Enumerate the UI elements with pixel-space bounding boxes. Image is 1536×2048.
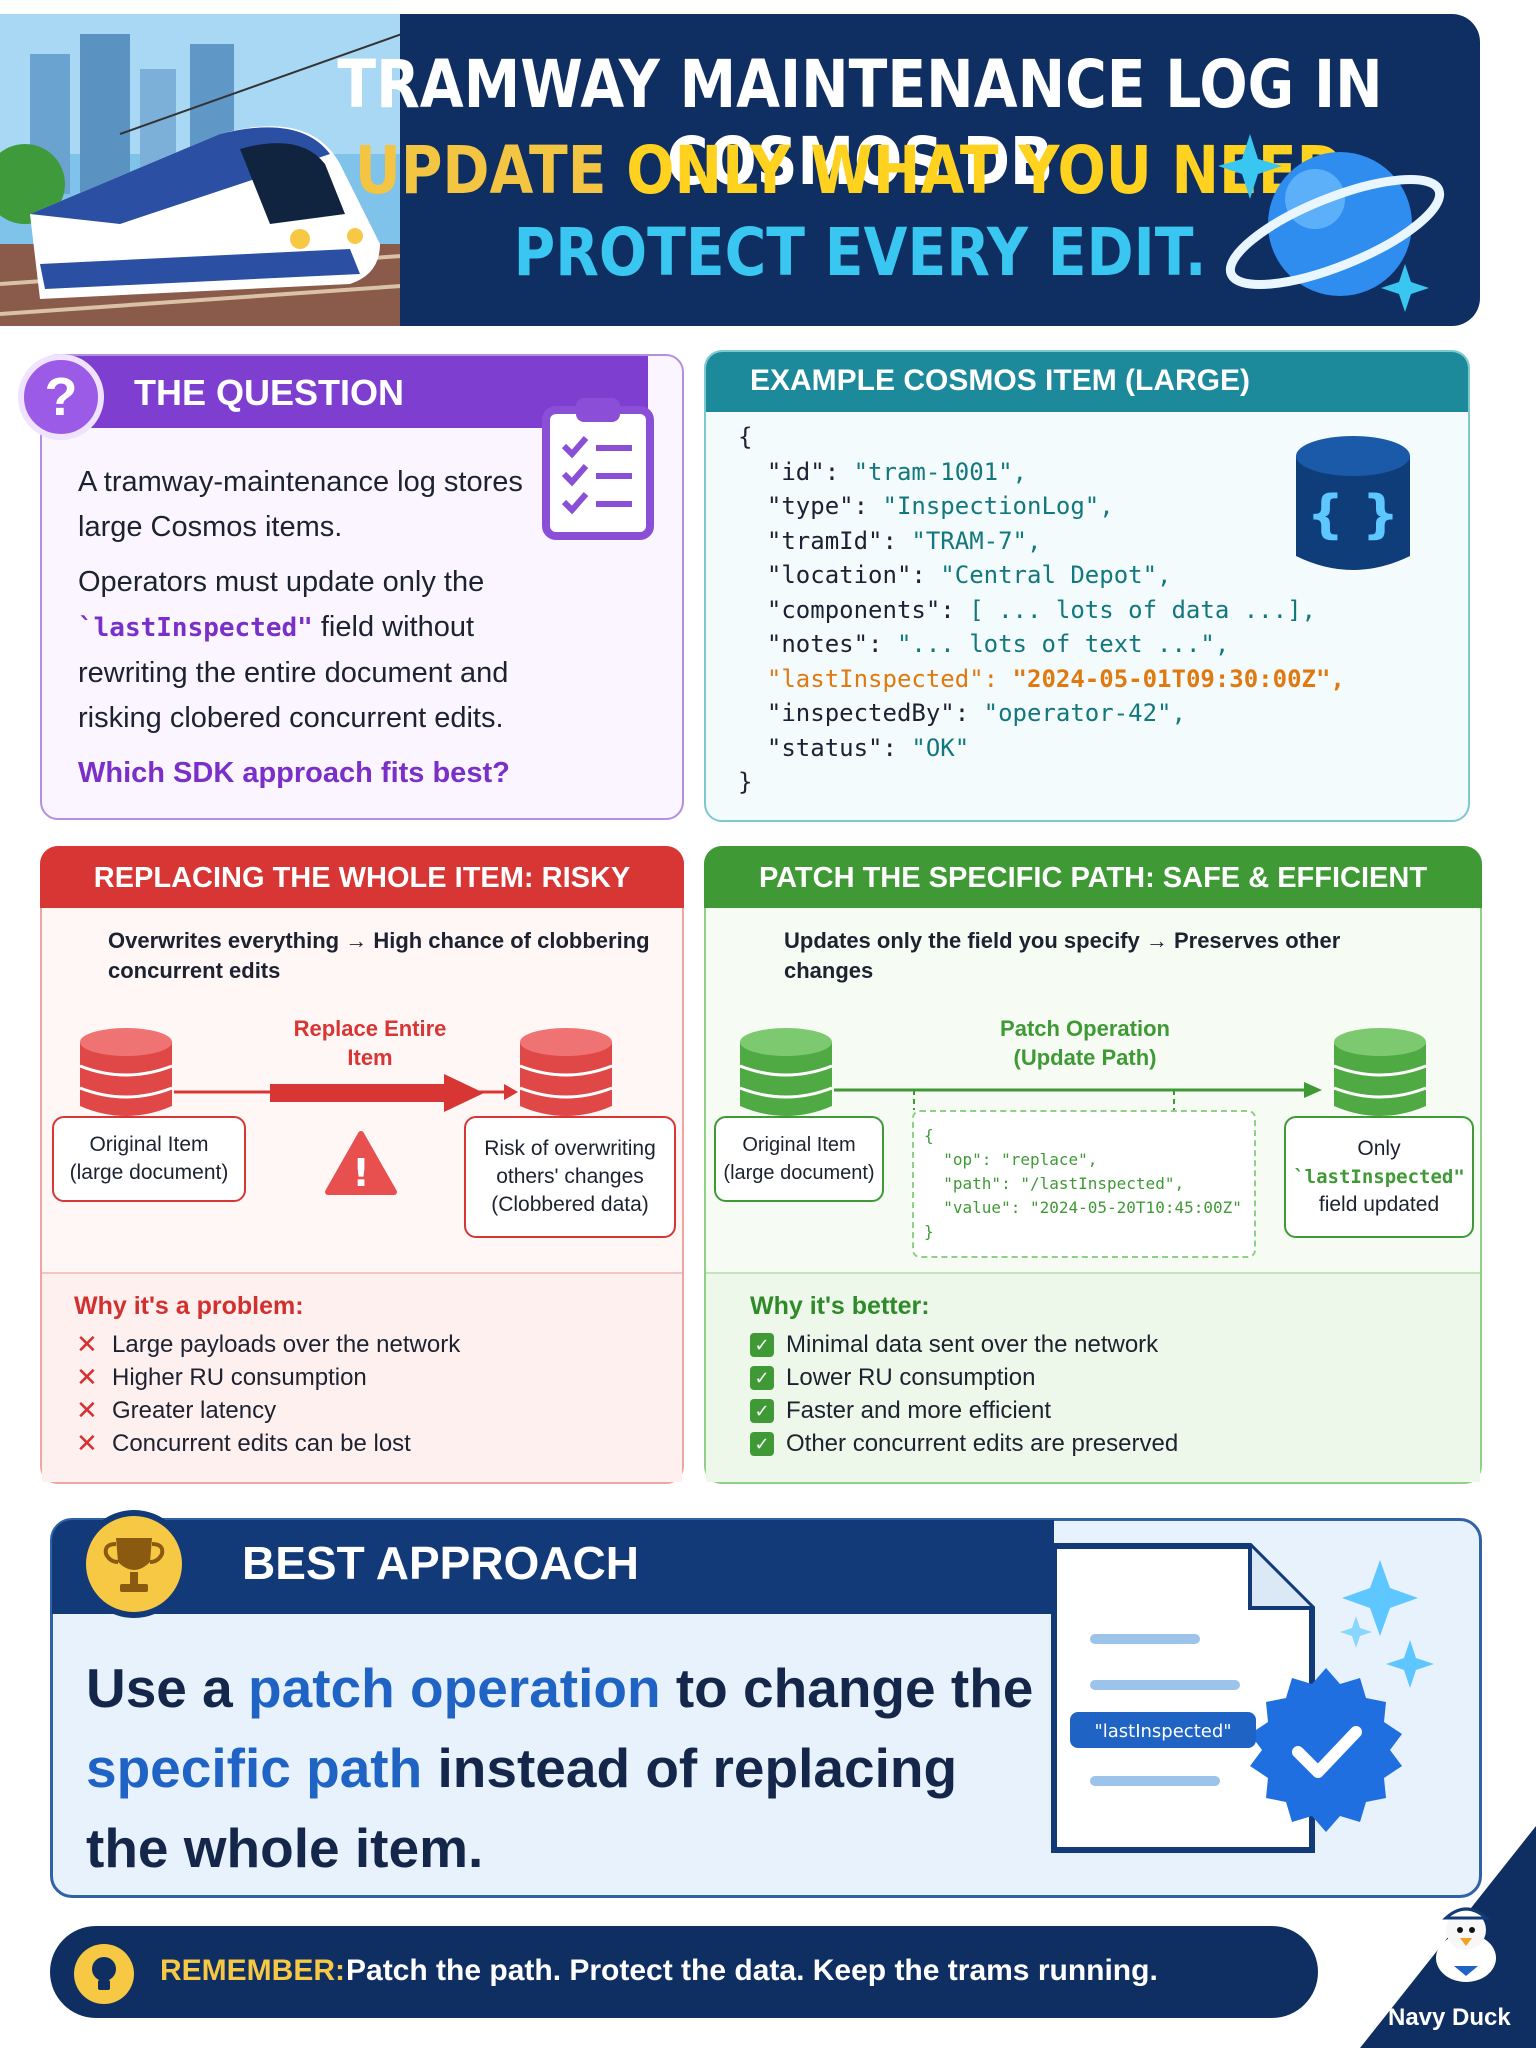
remember-label: REMEMBER:: [160, 1954, 345, 1987]
question-title: THE QUESTION: [134, 372, 405, 413]
document-tag-label: "lastInspected": [1094, 1721, 1231, 1742]
code-line: }: [738, 768, 753, 796]
example-title: EXAMPLE COSMOS ITEM (LARGE): [750, 364, 1251, 397]
trophy-icon: [80, 1510, 188, 1618]
replace-header-bar: [40, 846, 684, 908]
best-approach-text: Use a patch operation to change the spec…: [86, 1657, 1034, 1879]
list-item: ✓Faster and more efficient: [750, 1394, 1178, 1427]
remember-banner: [50, 1926, 1318, 2018]
patch-why-list: ✓Minimal data sent over the network ✓Low…: [750, 1328, 1178, 1460]
code-line: "status": "OK": [738, 733, 970, 762]
database-icon: { }: [1296, 436, 1410, 570]
patch-header-bar: [704, 846, 1482, 908]
patch-why-panel: [706, 1272, 1480, 1482]
checkbox-icon: ✓: [750, 1332, 774, 1357]
code-line: "tramId": "TRAM-7",: [738, 526, 1042, 555]
code-line: "type": "InspectionLog",: [738, 492, 1114, 520]
code-line: "id": "tram-1001",: [738, 457, 1027, 486]
code-line: "notes": "... lots of text ...",: [738, 630, 1230, 658]
tram-illustration: [0, 14, 430, 326]
patch-arrow: [834, 1082, 1322, 1110]
question-paragraph-1: A tramway-maintenance log stores large C…: [78, 466, 523, 543]
replace-title: REPLACING THE WHOLE ITEM: RISKY: [93, 862, 631, 894]
header-subtitle-2: PROTECT EVERY EDIT.: [513, 214, 1207, 291]
checkbox-icon: ✓: [750, 1365, 774, 1390]
replace-why-title: Why it's a problem:: [74, 1292, 304, 1320]
question-body: A tramway-maintenance log stores large C…: [78, 460, 548, 806]
patch-subtitle: Updates only the field you specify → Pre…: [784, 928, 1341, 983]
header-subtitle-1: UPDATE ONLY WHAT YOU NEED.: [354, 132, 1366, 209]
clipboard-checklist-icon: [542, 398, 654, 540]
question-mark-icon: ?: [18, 354, 104, 440]
replace-why-panel: [42, 1272, 682, 1482]
code-line: {: [738, 423, 753, 451]
red-database-icon-target: [519, 1028, 613, 1116]
header-banner: TRAMWAY MAINTENANCE LOG IN COSMOS DB UPD…: [0, 14, 1480, 326]
cosmos-planet-icon: [1218, 134, 1445, 312]
example-item-card: [704, 350, 1470, 822]
checkbox-icon: ✓: [750, 1431, 774, 1456]
list-item: ✕Large payloads over the network: [76, 1329, 461, 1359]
warning-icon-glyph: !: [352, 1151, 369, 1195]
list-item: ✕Concurrent edits can be lost: [76, 1428, 411, 1458]
patch-title: PATCH THE SPECIFIC PATH: SAFE & EFFICIEN…: [758, 862, 1428, 894]
red-database-icon: [79, 1028, 173, 1116]
database-icon-label: { }: [1307, 485, 1399, 545]
replace-why-list: ✕Large payloads over the network ✕Higher…: [76, 1328, 460, 1460]
list-item: ✕Greater latency: [76, 1395, 277, 1425]
x-icon: ✕: [76, 1329, 98, 1359]
example-json-code: { "id": "tram-1001", "type": "Inspection…: [738, 420, 1345, 800]
question-paragraph-2: Operators must update only the `lastInsp…: [78, 566, 509, 734]
x-icon: ✕: [76, 1395, 98, 1425]
lightbulb-icon: [74, 1944, 134, 2004]
question-ask: Which SDK approach fits best?: [78, 757, 510, 789]
best-approach-title: BEST APPROACH: [242, 1537, 639, 1589]
code-line: "components": [ ... lots of data ...],: [738, 595, 1316, 624]
x-icon: ✕: [76, 1362, 98, 1392]
list-item: ✓Minimal data sent over the network: [750, 1328, 1178, 1361]
best-approach-header-bar: [52, 1520, 1054, 1614]
list-item: ✓Lower RU consumption: [750, 1361, 1178, 1394]
patch-arrow-label: Patch Operation (Update Path): [1000, 1016, 1170, 1070]
green-database-icon: [739, 1028, 833, 1116]
document-gear-illustration: "lastInspected": [1051, 1543, 1434, 1853]
replace-arrow-label: Replace Entire Item: [293, 1016, 447, 1070]
code-line: "inspectedBy": "operator-42",: [738, 699, 1186, 727]
patch-operation-json: { "op": "replace", "path": "/lastInspect…: [912, 1110, 1256, 1258]
original-item-box: Original Item (large document): [714, 1116, 884, 1202]
x-icon: ✕: [76, 1428, 98, 1458]
remember-text: Patch the path. Protect the data. Keep t…: [346, 1954, 1158, 1987]
navy-duck-logo: [1360, 1826, 1536, 2048]
clobber-risk-box: Risk of overwriting others' changes (Clo…: [464, 1116, 676, 1238]
patch-why-title: Why it's better:: [750, 1292, 930, 1320]
warning-icon: !: [325, 1131, 397, 1195]
updated-field-box: Only `lastInspected" field updated: [1284, 1116, 1474, 1238]
green-database-icon-target: [1333, 1028, 1427, 1116]
code-line: "location": "Central Depot",: [738, 561, 1172, 589]
brand-name: Navy Duck: [1388, 2004, 1511, 2031]
checkbox-icon: ✓: [750, 1398, 774, 1423]
code-line: "lastInspected": "2024-05-01T09:30:00Z",: [738, 664, 1345, 693]
original-item-box: Original Item (large document): [52, 1116, 246, 1202]
header-title: TRAMWAY MAINTENANCE LOG IN COSMOS DB: [337, 46, 1383, 200]
replace-subtitle: Overwrites everything → High chance of c…: [108, 928, 650, 983]
list-item: ✕Higher RU consumption: [76, 1362, 367, 1392]
example-header-bar: [706, 352, 1468, 412]
list-item: ✓Other concurrent edits are preserved: [750, 1427, 1178, 1460]
replace-arrow: [174, 1074, 518, 1112]
